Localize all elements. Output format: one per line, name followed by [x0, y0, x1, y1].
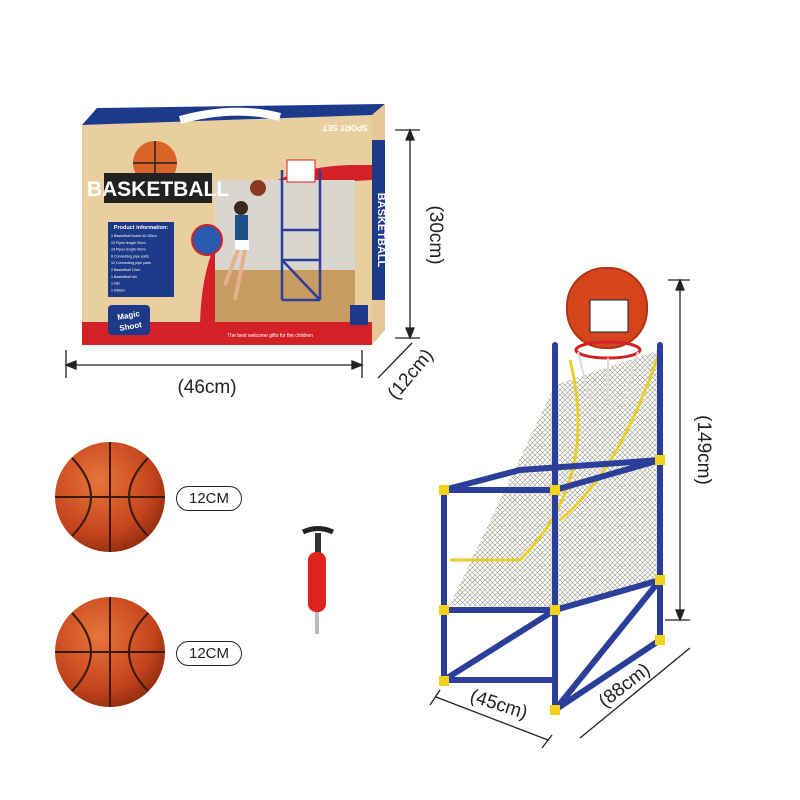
ball-size-label-1: 12CM — [176, 486, 243, 511]
box-dimension-lines — [64, 128, 420, 379]
stand-width-label: (45cm) — [467, 686, 530, 724]
info-item: 1 Inflator — [111, 288, 126, 292]
info-item: 2 Basketball 12cm — [111, 268, 140, 272]
box-width-label: (46cm) — [177, 377, 236, 398]
ball-size-label-2: 12CM — [176, 641, 243, 666]
info-item: 12 Connecting pipe parts — [111, 261, 151, 265]
basketball-stand — [439, 267, 665, 715]
info-item: 1 Net — [111, 282, 120, 286]
info-item: 8 Connecting pipe parts — [111, 254, 149, 258]
box-title: BASKETBALL — [87, 178, 229, 201]
box-top-label: SPORT SET — [322, 123, 367, 132]
stand-dimension-lines — [429, 278, 691, 749]
stand-height-label: (149cm) — [693, 415, 714, 485]
badge-line1: Magic — [117, 309, 141, 322]
info-item: 12 Pipes length 30cm — [111, 241, 146, 245]
box-depth-label: (12cm) — [384, 345, 438, 404]
badge-line2: Shoot — [119, 320, 143, 333]
info-item: 14 Pipes length 40cm — [111, 248, 146, 252]
basketball-1 — [55, 442, 165, 552]
inflator-pump — [301, 526, 335, 634]
box-footer: The best welcome gifts for the children — [227, 333, 313, 339]
box-height-label: (30cm) — [425, 205, 446, 264]
product-box: BASKETBALL SPORT SET BASKETBALL Product … — [82, 104, 387, 345]
info-item: 1 Basketball board 41×30cm — [111, 234, 157, 238]
box-side-title: BASKETBALL — [375, 193, 387, 268]
basketball-2 — [55, 597, 165, 707]
info-item: 1 Basketball net — [111, 275, 137, 279]
info-header: Product information: — [114, 225, 169, 231]
info-list: 1 Basketball board 41×30cm 12 Pipes lengt… — [111, 234, 157, 292]
